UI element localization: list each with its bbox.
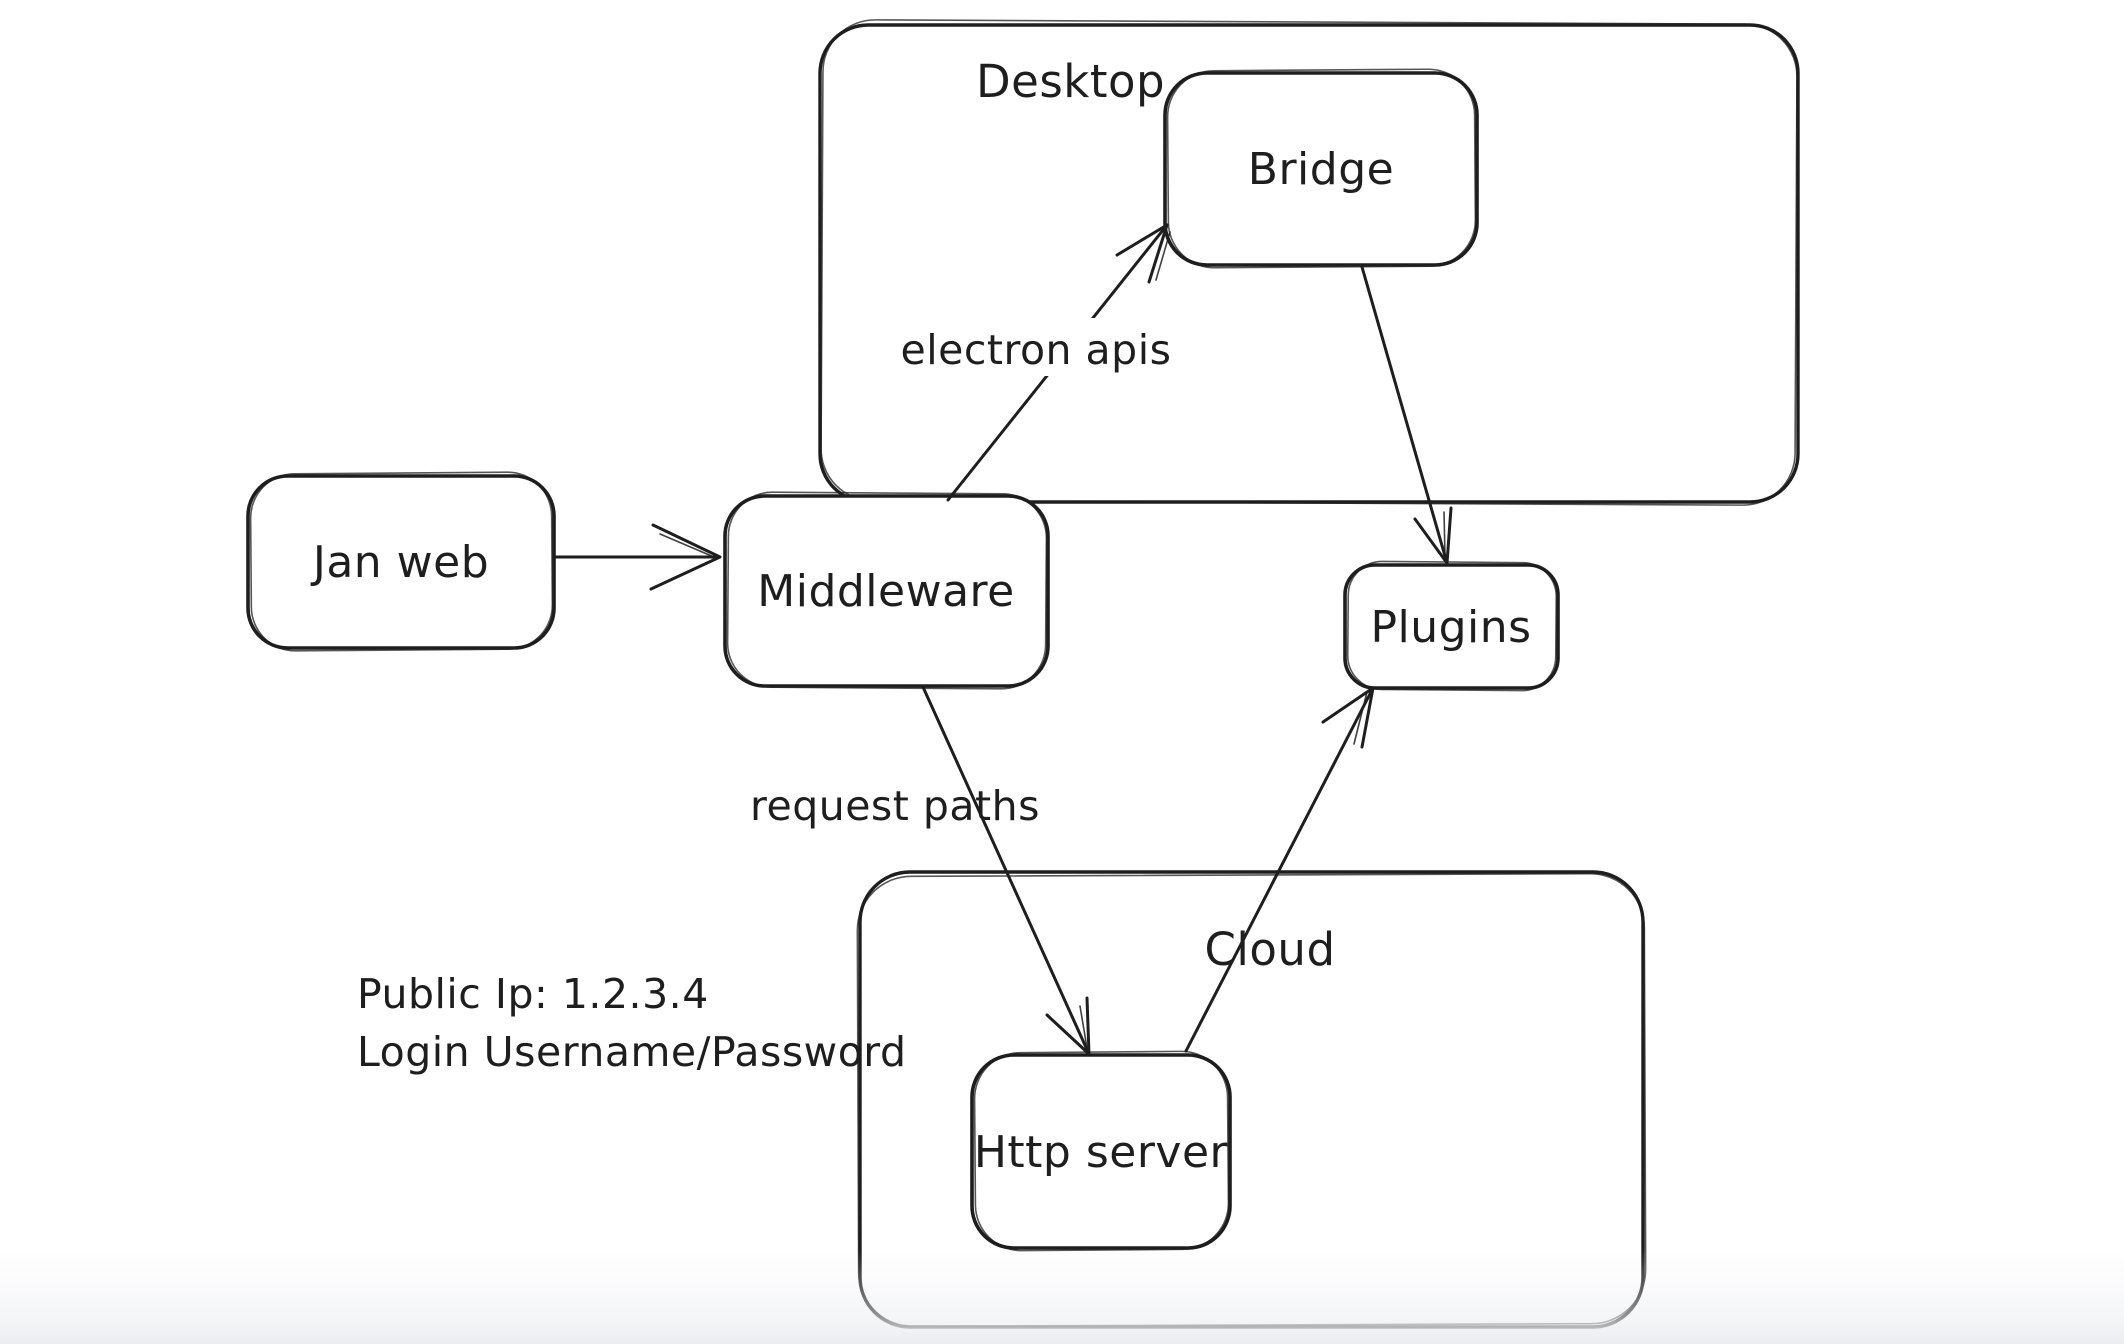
jan-web-box-sketch bbox=[249, 471, 554, 652]
edge-middleware-to-bridge[interactable]: electron apis bbox=[901, 223, 1172, 502]
edge-bridge-to-plugins[interactable] bbox=[1360, 265, 1453, 565]
annotation-line-2: Login Username/Password bbox=[357, 1028, 906, 1076]
edge-label-request-paths: request paths bbox=[750, 782, 1040, 830]
node-http-server[interactable] bbox=[970, 1050, 1232, 1252]
arrowhead-sketch bbox=[1079, 1005, 1088, 1049]
arrowhead-sketch bbox=[1353, 691, 1368, 745]
node-jan-web[interactable] bbox=[246, 471, 556, 652]
canvas-bottom-fade bbox=[0, 1250, 2124, 1344]
arrowhead-icon bbox=[1413, 506, 1453, 565]
jan-web-label[interactable]: Jan web bbox=[310, 537, 489, 588]
middleware-box bbox=[723, 494, 1050, 688]
edge-label-electron-apis: electron apis bbox=[901, 326, 1172, 374]
edge-line bbox=[1184, 686, 1375, 1053]
desktop-label[interactable]: Desktop bbox=[976, 55, 1165, 108]
middleware-box-sketch bbox=[726, 491, 1048, 690]
edge-label-background bbox=[915, 318, 1157, 376]
cloud-label[interactable]: Cloud bbox=[1204, 923, 1335, 976]
node-bridge[interactable] bbox=[1163, 68, 1479, 269]
annotation-note[interactable]: Public Ip: 1.2.3.4 Login Username/Passwo… bbox=[357, 970, 906, 1076]
arrowhead-icon bbox=[649, 523, 722, 591]
http-server-label[interactable]: Http server bbox=[974, 1127, 1229, 1178]
bridge-box-sketch bbox=[1166, 68, 1477, 269]
edge-line bbox=[1360, 265, 1449, 565]
http-server-box-sketch bbox=[973, 1050, 1230, 1252]
arrowhead-icon bbox=[1321, 686, 1375, 749]
edge-middleware-to-http-server[interactable]: request paths bbox=[750, 685, 1091, 1056]
arrowhead-sketch bbox=[659, 533, 715, 558]
middleware-label[interactable]: Middleware bbox=[757, 566, 1014, 617]
arrowhead-sketch bbox=[1155, 231, 1171, 281]
annotation-line-1: Public Ip: 1.2.3.4 bbox=[357, 970, 709, 1018]
node-plugins[interactable] bbox=[1343, 560, 1560, 692]
bridge-box bbox=[1163, 71, 1479, 267]
desktop-container-box-sketch bbox=[820, 19, 1798, 506]
edge-http-server-to-plugins[interactable] bbox=[1184, 686, 1375, 1053]
edge-line bbox=[921, 685, 1091, 1056]
plugins-box-sketch bbox=[1346, 560, 1558, 692]
jan-web-box bbox=[246, 474, 556, 650]
arrowhead-sketch bbox=[1443, 511, 1446, 557]
bridge-label[interactable]: Bridge bbox=[1248, 144, 1394, 195]
arrowhead-icon bbox=[1045, 996, 1091, 1056]
node-middleware[interactable] bbox=[723, 491, 1050, 690]
plugins-label[interactable]: Plugins bbox=[1370, 602, 1531, 653]
arrowhead-icon bbox=[1115, 223, 1169, 284]
http-server-box bbox=[970, 1053, 1232, 1250]
edge-jan-web-to-middleware[interactable] bbox=[552, 523, 722, 591]
plugins-box bbox=[1343, 563, 1560, 690]
